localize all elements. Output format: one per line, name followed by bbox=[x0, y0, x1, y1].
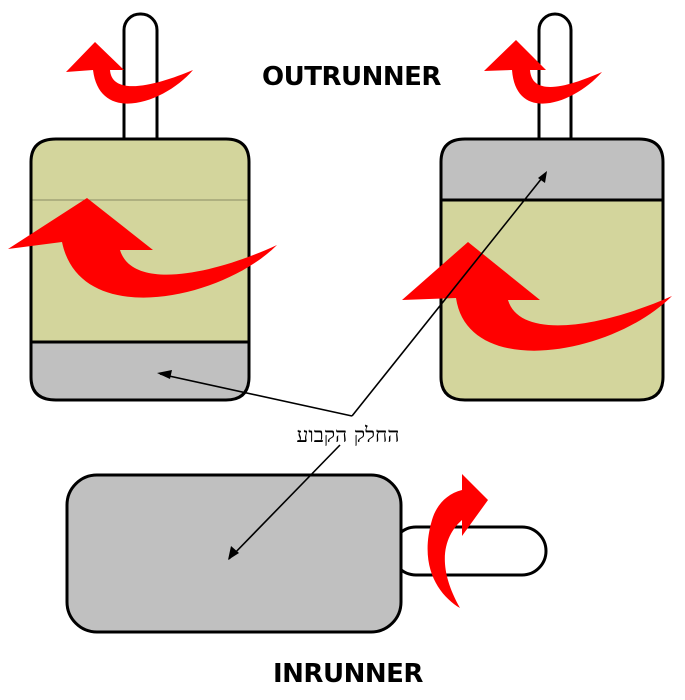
outrunner-motor-right bbox=[402, 12, 672, 402]
arrowhead-icon bbox=[538, 171, 547, 183]
rotor-section bbox=[439, 198, 665, 402]
shaft-rotation-arrow-icon bbox=[427, 474, 488, 608]
fixed-part-pointers bbox=[159, 172, 547, 560]
body-rotation-arrow-icon bbox=[8, 198, 277, 298]
pointer-to-left-stator bbox=[159, 373, 353, 417]
inrunner-motor bbox=[65, 473, 548, 634]
pointer-arrowheads bbox=[157, 171, 547, 560]
outrunner-motor-left bbox=[8, 12, 277, 402]
pointer-to-inrunner-stator bbox=[228, 444, 341, 560]
inrunner-label: INRUNNER bbox=[273, 659, 423, 689]
shaft-rotation-arrow-icon bbox=[66, 42, 193, 104]
arrowhead-icon bbox=[228, 546, 239, 560]
fixed-part-label: החלק הקבוע bbox=[297, 423, 400, 447]
arrowhead-icon bbox=[157, 370, 172, 379]
shaft-rotation-arrow-icon bbox=[484, 40, 602, 104]
stator-section bbox=[439, 137, 665, 202]
shaft bbox=[537, 12, 573, 156]
shaft bbox=[390, 525, 548, 577]
motor-body bbox=[439, 137, 665, 402]
outrunner-label: OUTRUNNER bbox=[262, 62, 441, 92]
pointer-to-right-stator bbox=[351, 172, 547, 417]
stator-section bbox=[29, 340, 251, 402]
